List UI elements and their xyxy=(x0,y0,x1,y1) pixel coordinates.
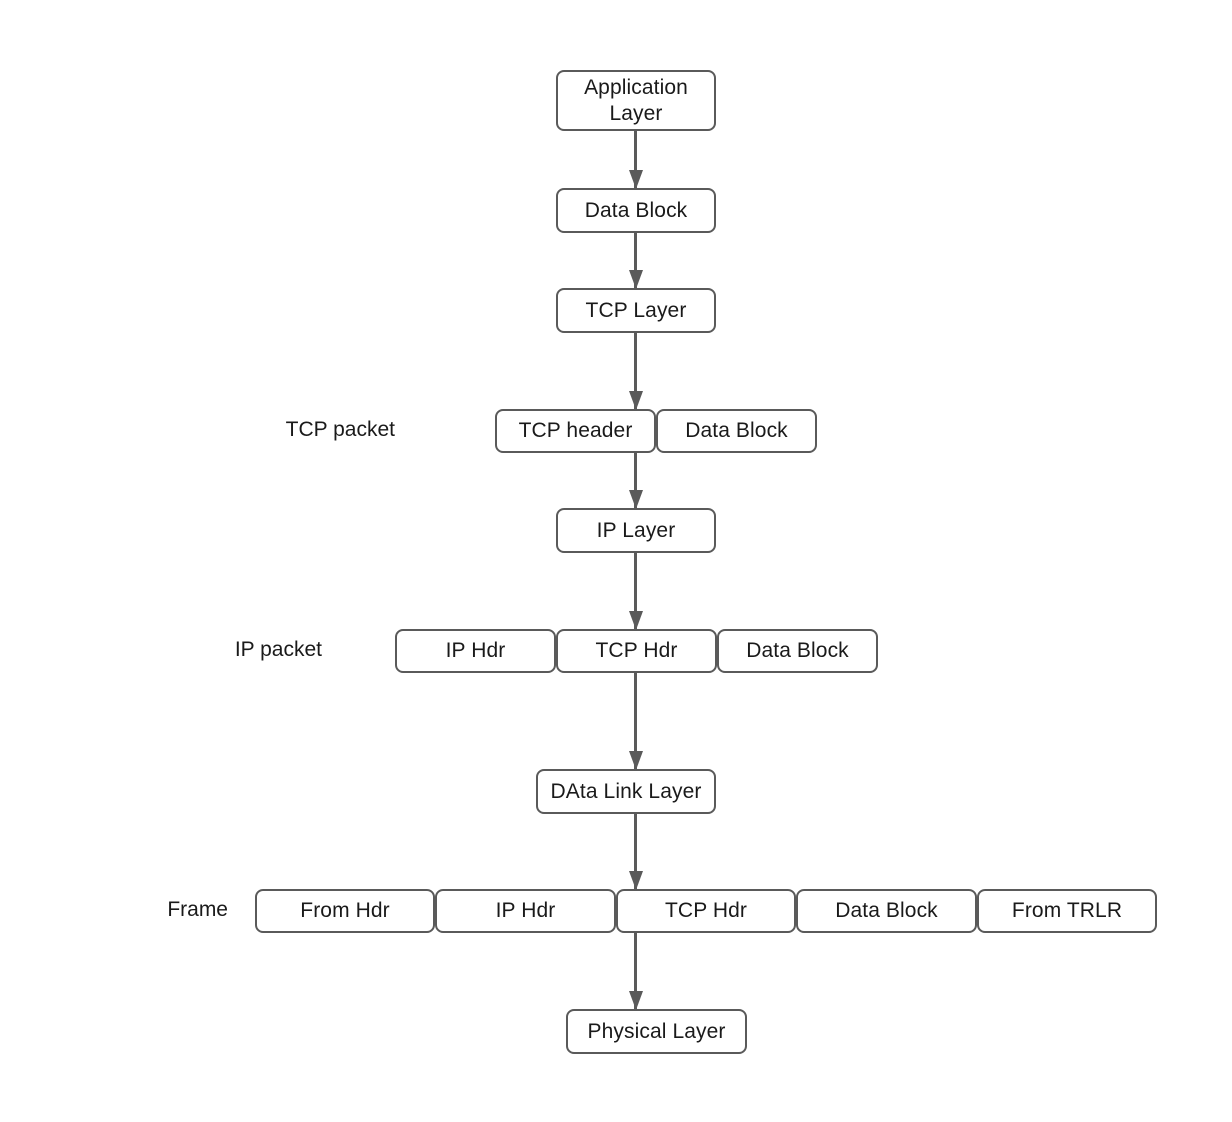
node-application-layer[interactable]: Application Layer xyxy=(556,70,716,131)
segment-ip-packet-tcp-hdr[interactable]: TCP Hdr xyxy=(556,629,717,673)
segment-ip-packet-data-block[interactable]: Data Block xyxy=(717,629,878,673)
segment-frame-from-trlr[interactable]: From TRLR xyxy=(977,889,1157,933)
node-tcp-layer[interactable]: TCP Layer xyxy=(556,288,716,333)
row-label-tcp-packet: TCP packet xyxy=(285,418,395,441)
row-label-frame: Frame xyxy=(167,898,228,921)
segment-frame-ip-hdr[interactable]: IP Hdr xyxy=(435,889,616,933)
segment-ip-packet-ip-hdr[interactable]: IP Hdr xyxy=(395,629,556,673)
segment-frame-from-hdr[interactable]: From Hdr xyxy=(255,889,435,933)
node-physical-layer[interactable]: Physical Layer xyxy=(566,1009,747,1054)
connector-datablock-to-tcp-layer xyxy=(634,233,637,288)
connector-data-link-layer-to-frame xyxy=(634,814,637,889)
connector-tcp-packet-to-ip-layer xyxy=(634,453,637,508)
node-data-link-layer[interactable]: DAta Link Layer xyxy=(536,769,716,814)
connector-ip-layer-to-ip-packet xyxy=(634,553,637,629)
segment-frame-data-block[interactable]: Data Block xyxy=(796,889,977,933)
connector-tcp-layer-to-tcp-packet xyxy=(634,333,637,409)
connector-frame-to-physical-layer xyxy=(634,933,637,1009)
node-data-block[interactable]: Data Block xyxy=(556,188,716,233)
row-label-ip-packet: IP packet xyxy=(234,638,322,661)
segment-frame-tcp-hdr[interactable]: TCP Hdr xyxy=(616,889,796,933)
segment-tcp-packet-data-block[interactable]: Data Block xyxy=(656,409,817,453)
node-ip-layer[interactable]: IP Layer xyxy=(556,508,716,553)
connector-application-to-datablock xyxy=(634,131,637,188)
segment-tcp-packet-tcp-header[interactable]: TCP header xyxy=(495,409,656,453)
connector-ip-packet-to-data-link-layer xyxy=(634,673,637,769)
